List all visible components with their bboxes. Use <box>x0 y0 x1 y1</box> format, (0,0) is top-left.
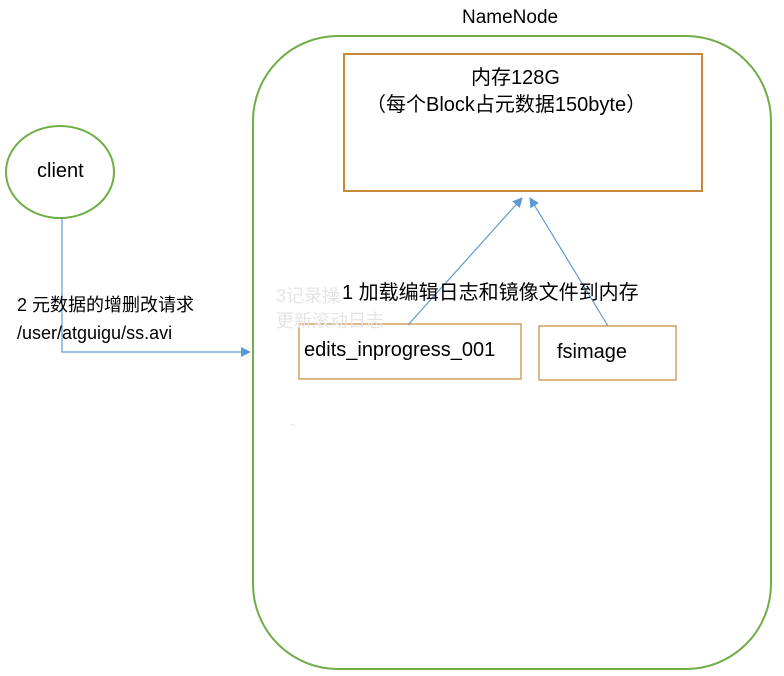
edits-file-box <box>298 323 522 380</box>
edits-to-memory-arrow <box>407 197 523 326</box>
memory-size-label: 内存128G <box>471 67 560 89</box>
memory-box <box>343 53 703 192</box>
client-node <box>5 125 115 219</box>
memory-block-note: （每个Block占元数据150byte） <box>366 94 647 116</box>
step2-path-label: /user/atguigu/ss.avi <box>17 323 173 343</box>
step2-request-label: 2 元数据的增删改请求 <box>17 295 195 315</box>
namenode-container <box>252 35 772 670</box>
edits-file-label: edits_inprogress_001 <box>304 339 496 361</box>
fsimage-file-label: fsimage <box>557 341 628 363</box>
client-to-namenode-arrow <box>61 218 251 357</box>
client-label: client <box>37 160 84 182</box>
faint-mark <box>289 423 296 427</box>
fsimage-to-memory-arrow <box>529 197 609 327</box>
namenode-title: NameNode <box>462 7 559 28</box>
faded-step3-line2: 更新滚动日志 <box>276 311 384 331</box>
step1-load-label: 1 加载编辑日志和镜像文件到内存 <box>342 282 639 304</box>
faded-step3-line1: 3记录操 <box>276 286 341 306</box>
